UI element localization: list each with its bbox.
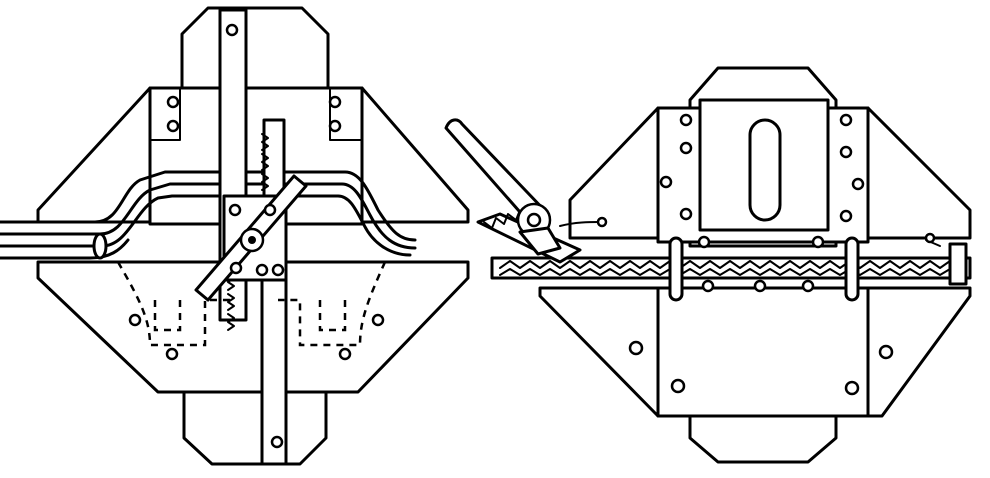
left-bottom-housing bbox=[182, 390, 328, 466]
left-wire-bundle bbox=[0, 170, 417, 260]
right-slot bbox=[748, 118, 782, 222]
left-holes bbox=[128, 23, 385, 449]
right-pins bbox=[668, 232, 968, 302]
right-holes bbox=[628, 113, 894, 396]
right-mechanism-view bbox=[444, 66, 972, 464]
left-hidden-lines bbox=[116, 261, 387, 347]
right-lever-handle bbox=[444, 118, 608, 256]
left-lower-body bbox=[36, 260, 470, 394]
right-bottom-block bbox=[688, 414, 838, 464]
left-mechanism-view bbox=[0, 6, 470, 466]
